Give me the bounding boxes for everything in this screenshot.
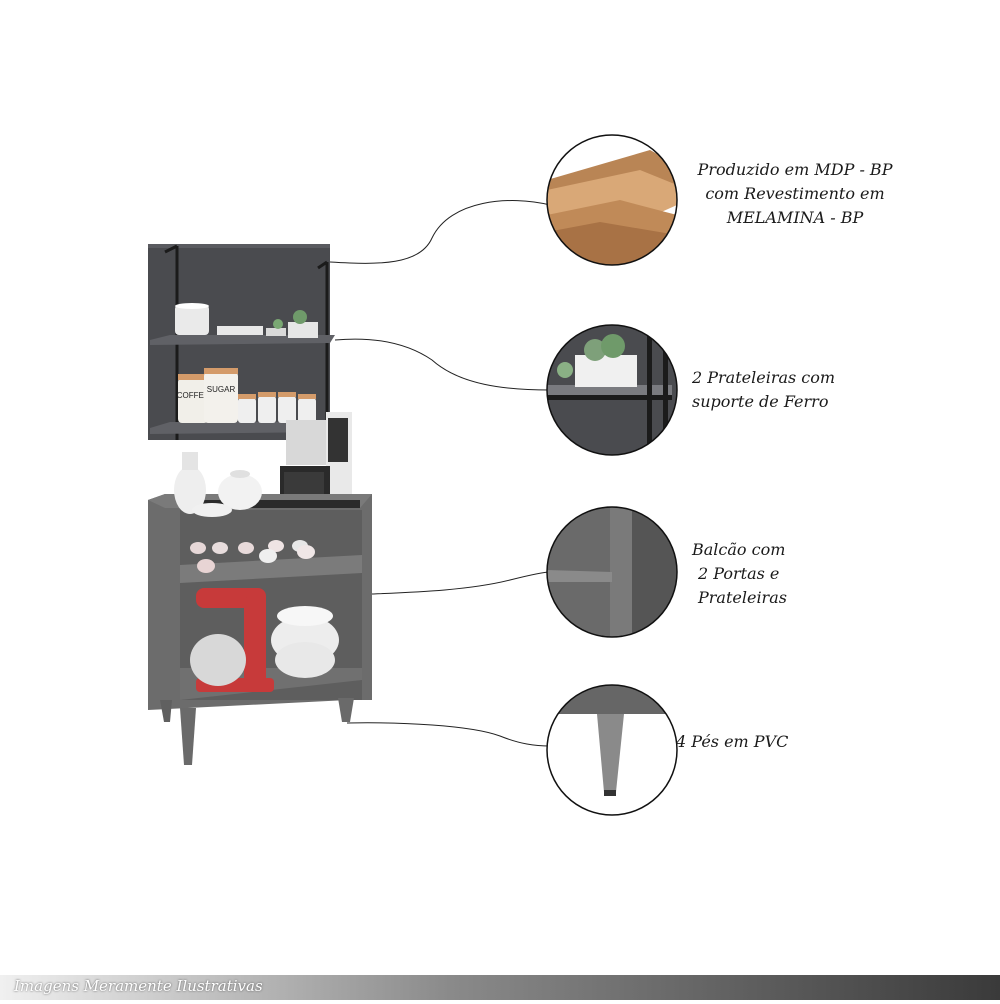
footer-bar [0, 975, 1000, 1000]
mdp-board-detail [546, 134, 678, 266]
callout-line: 4 Pés em PVC [676, 732, 789, 751]
connector-line-feet [346, 722, 551, 747]
coffee-jar-label: COFFEE [177, 391, 209, 400]
callout-line: 2 Prateleiras com [692, 368, 836, 387]
callout-feet: 4 Pés em PVC [676, 730, 816, 754]
callout-line: Balcão com [692, 540, 786, 559]
tableware [174, 452, 339, 692]
callout-line: Produzido em MDP - BP [697, 160, 893, 179]
connector-line-counter [371, 571, 551, 595]
coffee-machine [280, 412, 352, 506]
callout-line: Prateleiras [698, 588, 787, 607]
connector-line-material [329, 200, 551, 264]
connector-line-shelves [334, 338, 551, 391]
callout-line: suporte de Ferro [692, 392, 829, 411]
wall-panel: COFFEE SUGAR [148, 244, 335, 440]
pvc-foot-detail [546, 684, 678, 816]
counter-shelf-detail [546, 506, 678, 638]
callout-line: MELAMINA - BP [726, 208, 864, 227]
callout-counter: Balcão com 2 Portas e Prateleiras [692, 538, 802, 610]
callout-line: 2 Portas e [698, 564, 780, 583]
iron-shelf-detail [546, 324, 678, 456]
footer-disclaimer: Imagens Meramente Ilustrativas [14, 977, 263, 995]
callout-shelves: 2 Prateleiras com suporte de Ferro [692, 366, 872, 414]
callout-line: com Revestimento em [705, 184, 885, 203]
sugar-jar-label: SUGAR [207, 385, 236, 394]
callout-material: Produzido em MDP - BP com Revestimento e… [690, 158, 900, 230]
